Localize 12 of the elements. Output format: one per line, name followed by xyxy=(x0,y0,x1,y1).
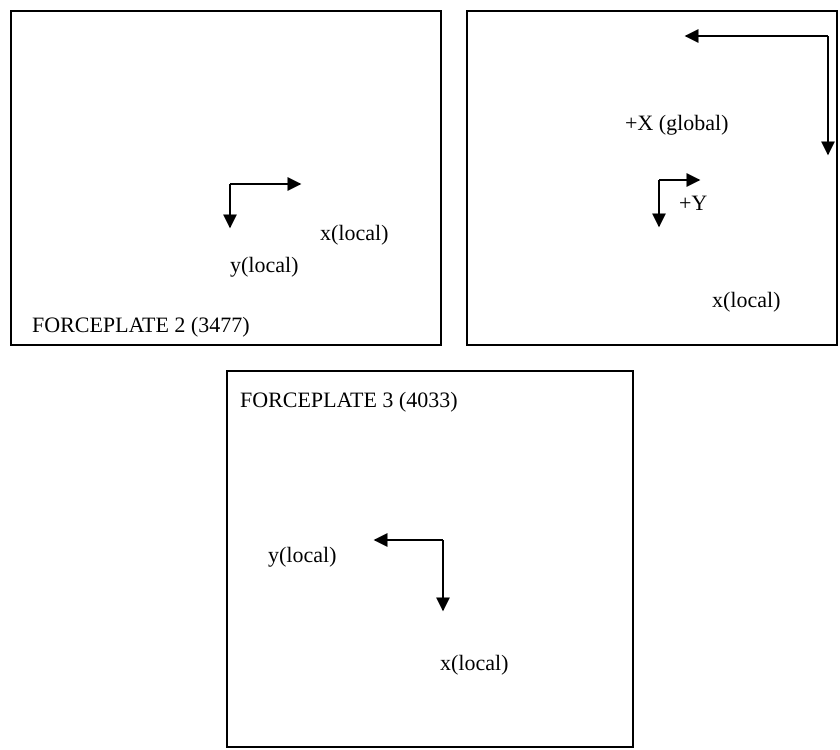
axis-label: y(local) xyxy=(268,542,336,568)
forceplate-panel xyxy=(226,370,634,748)
axis-label: x(local) xyxy=(320,220,388,246)
plate-label: FORCEPLATE 3 (4033) xyxy=(240,387,458,413)
axis-label: x(local) xyxy=(440,650,508,676)
axis-label: +X (global) xyxy=(625,110,728,136)
axis-label: +Y xyxy=(679,190,708,216)
axis-label: y(local) xyxy=(230,252,298,278)
axis-label: x(local) xyxy=(712,287,780,313)
forceplate-panel xyxy=(10,10,442,346)
forceplate-panel xyxy=(466,10,838,346)
plate-label: FORCEPLATE 2 (3477) xyxy=(32,312,250,338)
